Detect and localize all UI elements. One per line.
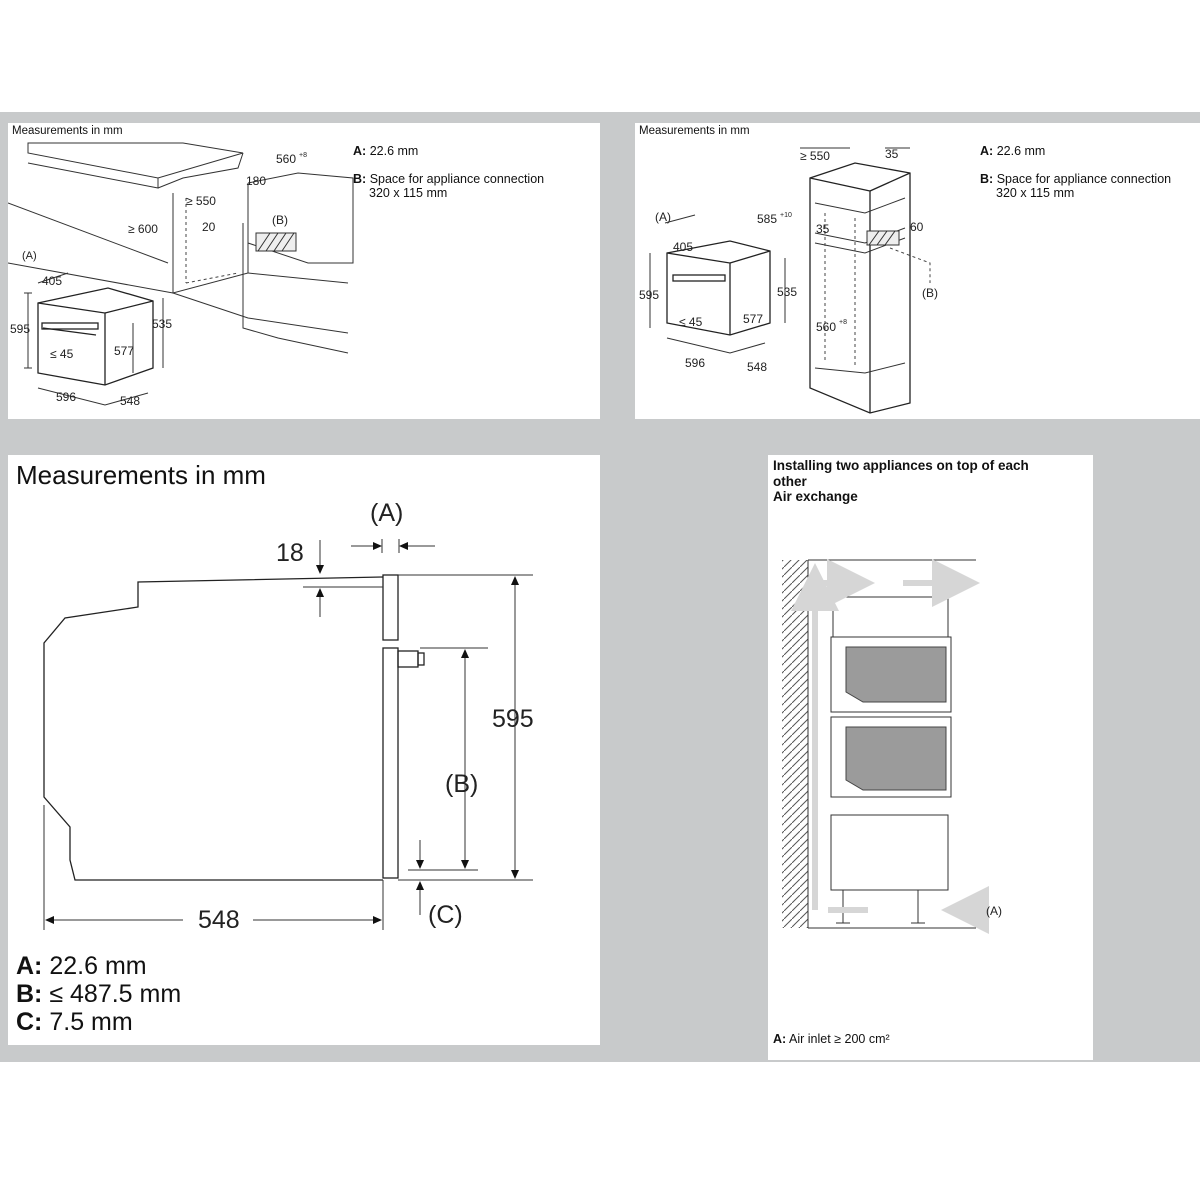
legend: A: 22.6 mm B: ≤ 487.5 mm C: 7.5 mm — [16, 952, 181, 1036]
label-b: (B) — [445, 770, 478, 798]
dim-585-tolerance: +10 — [780, 212, 792, 219]
label-a: (A) — [370, 499, 403, 527]
panel-title: Measurements in mm — [12, 125, 123, 137]
dim-20: 20 — [202, 220, 216, 234]
niche-diagram: 560 +8 180 ≥ 550 ≥ 600 20 (B) (A) 405 59… — [8, 142, 354, 408]
dim-180: 180 — [246, 174, 266, 188]
dim-548: 548 — [747, 360, 767, 374]
dim-577: 577 — [743, 312, 763, 326]
dim-45: ≤ 45 — [679, 315, 703, 329]
dim-35-top: 35 — [885, 147, 899, 161]
dim-405: 405 — [42, 274, 62, 288]
dim-560-tolerance: +8 — [839, 319, 847, 326]
dim-60: 60 — [910, 220, 924, 234]
label-a: (A) — [986, 904, 1002, 918]
legend-row-c: C: 7.5 mm — [16, 1008, 133, 1036]
dim-595: 595 — [639, 288, 659, 302]
side-view-diagram: (A) 18 595 (B) 548 (C) — [43, 499, 534, 934]
dim-596: 596 — [685, 356, 705, 370]
dim-595: 595 — [492, 705, 534, 733]
label-a: (A) — [655, 210, 671, 224]
legend: A: 22.6 mm B: Space for appliance connec… — [353, 144, 545, 200]
legend-row-a: A: 22.6 mm — [16, 952, 147, 980]
dim-18: 18 — [276, 539, 304, 567]
panel-side-view-measurements: Measurements in mm — [8, 455, 600, 1045]
dim-560-tolerance: +8 — [299, 152, 307, 159]
panel-niche-installation: Measurements in mm 560 +8 180 ≥ 550 — [8, 123, 600, 419]
panel-title: Installing two appliances on top of each… — [773, 458, 1029, 504]
dim-550: ≥ 550 — [186, 194, 216, 208]
panel-title: Measurements in mm — [16, 460, 266, 490]
dim-35: 35 — [816, 222, 830, 236]
dim-535: 535 — [777, 285, 797, 299]
dim-585: 585 — [757, 212, 777, 226]
dim-600: ≥ 600 — [128, 222, 158, 236]
legend: A: 22.6 mm B: Space for appliance connec… — [980, 144, 1172, 200]
label-b: (B) — [922, 286, 938, 300]
dim-560: 560 — [816, 320, 836, 334]
dim-535: 535 — [152, 317, 172, 331]
dim-548: 548 — [120, 394, 140, 408]
dim-405: 405 — [673, 240, 693, 254]
air-exchange-diagram: (A) — [782, 559, 1002, 934]
dim-577: 577 — [114, 344, 134, 358]
label-b: (B) — [272, 213, 288, 227]
dim-45: ≤ 45 — [50, 347, 74, 361]
footer-note: A: Air inlet ≥ 200 cm² — [773, 1032, 890, 1046]
panel-air-exchange: Installing two appliances on top of each… — [768, 455, 1093, 1060]
panel-title: Measurements in mm — [639, 125, 750, 137]
label-a: (A) — [22, 250, 37, 262]
label-c: (C) — [428, 901, 463, 929]
legend-row-b: B: ≤ 487.5 mm — [16, 980, 182, 1008]
dim-596: 596 — [56, 390, 76, 404]
dim-548: 548 — [198, 906, 240, 934]
tall-unit-diagram: ≥ 550 35 (A) 585 +10 35 60 405 595 535 ≤… — [639, 147, 938, 414]
panel-tall-unit-installation: Measurements in mm ≥ 550 35 (A) 585 +10 … — [635, 123, 1200, 419]
dim-595: 595 — [10, 322, 30, 336]
dim-550: ≥ 550 — [800, 149, 830, 163]
dim-560: 560 — [276, 152, 296, 166]
